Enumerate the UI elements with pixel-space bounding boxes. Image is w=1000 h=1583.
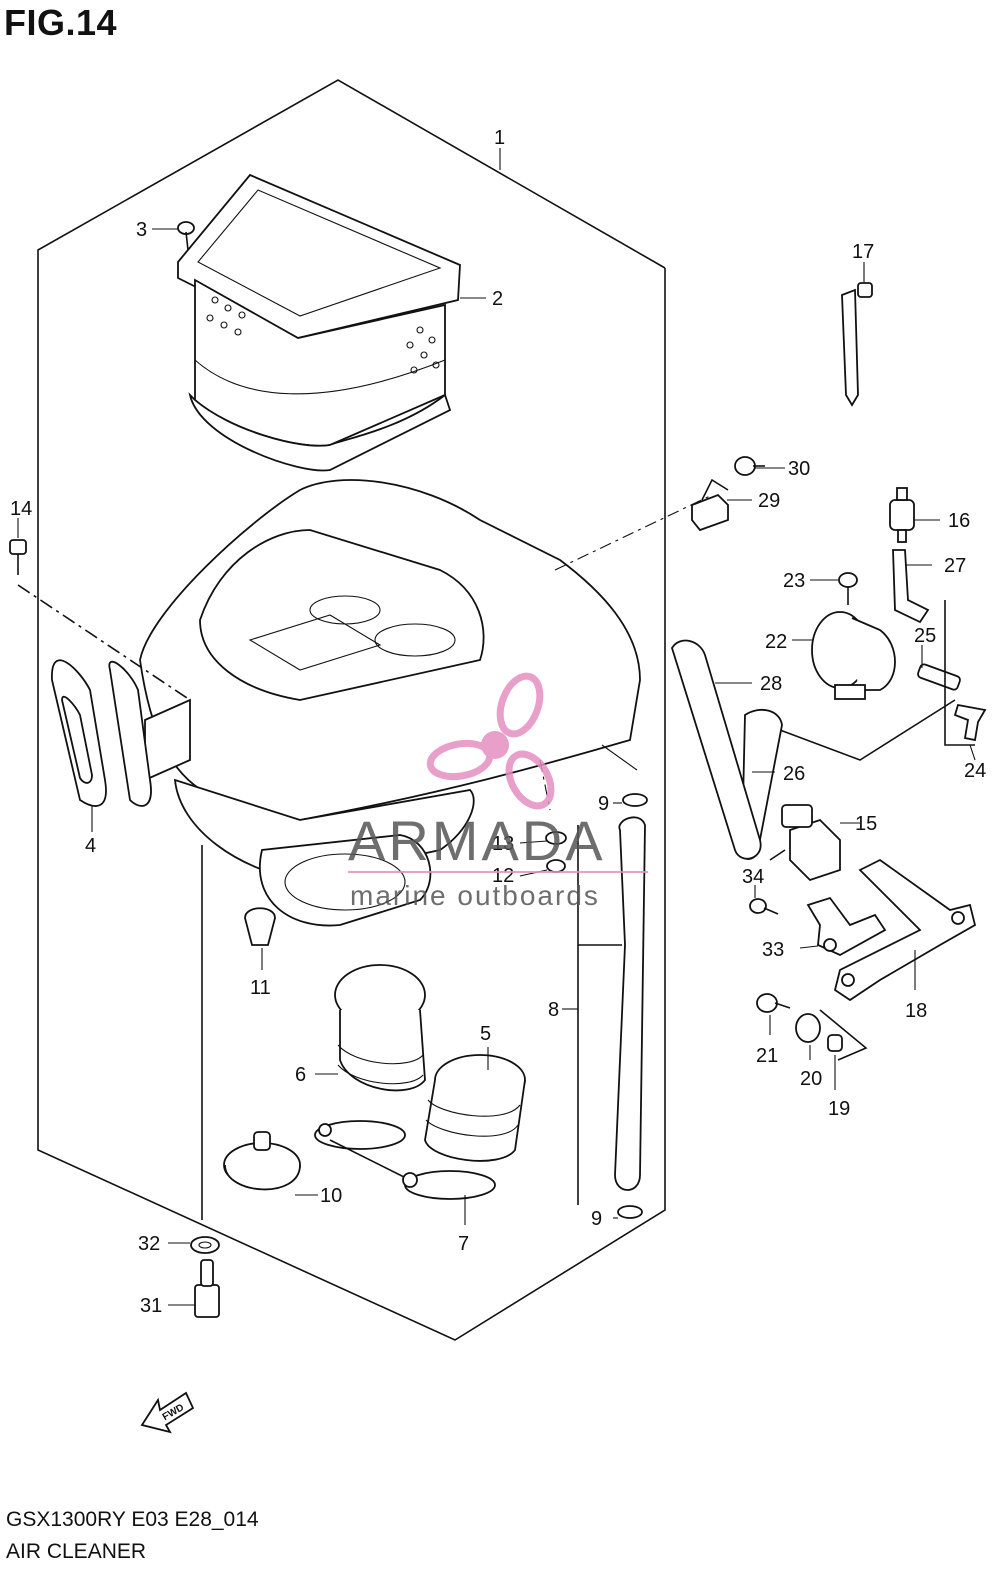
washer-part-32 xyxy=(190,1236,220,1254)
callout-11: 11 xyxy=(250,977,271,999)
fwd-arrow-icon: FWD xyxy=(140,1391,195,1434)
callout-1: 1 xyxy=(494,127,505,149)
callout-4: 4 xyxy=(85,835,96,857)
cap-part-10 xyxy=(223,1131,301,1191)
clip-part-9-bottom xyxy=(617,1205,643,1219)
collar-part-19 xyxy=(827,1034,843,1052)
callout-6: 6 xyxy=(295,1064,306,1086)
gasket-part-4 xyxy=(51,659,152,807)
duct-part-6 xyxy=(334,964,426,1092)
clamp-part-7 xyxy=(314,1120,496,1200)
air-filter-element xyxy=(177,173,461,472)
watermark-brand: ARMADA xyxy=(348,809,606,872)
diagram-caption: AIR CLEANER xyxy=(6,1540,147,1563)
hose-routing-line xyxy=(779,699,956,761)
callout-19: 19 xyxy=(828,1098,850,1120)
callout-14: 14 xyxy=(10,498,32,520)
callout-10: 10 xyxy=(320,1185,342,1207)
screw-part-3 xyxy=(177,221,195,251)
callout-16: 16 xyxy=(948,510,970,532)
callout-28: 28 xyxy=(760,673,782,695)
filter-part-16 xyxy=(889,487,915,543)
callout-32: 32 xyxy=(138,1233,160,1255)
ring-part-13 xyxy=(545,831,567,845)
callout-27: 27 xyxy=(944,555,966,577)
callout-8: 8 xyxy=(548,999,559,1021)
callout-26: 26 xyxy=(783,763,805,785)
callout-30: 30 xyxy=(788,458,810,480)
hose-part-25 xyxy=(917,663,961,691)
clip-part-9-top xyxy=(622,793,648,807)
callout-9-top: 9 xyxy=(598,793,609,815)
callout-25: 25 xyxy=(914,625,936,647)
callout-2: 2 xyxy=(492,288,503,310)
bracket-part-18 xyxy=(833,858,977,1002)
grommet-part-20 xyxy=(795,1013,821,1043)
bracket-leader xyxy=(819,1009,868,1061)
callout-12: 12 xyxy=(492,865,514,887)
hose-part-24 xyxy=(953,703,987,742)
callout-15: 15 xyxy=(855,813,877,835)
callout-13: 13 xyxy=(492,833,514,855)
callout-34: 34 xyxy=(742,866,764,888)
model-code: GSX1300RY E03 E28_014 xyxy=(6,1508,259,1531)
callout-21: 21 xyxy=(756,1045,778,1067)
bolt-part-30 xyxy=(734,456,765,476)
callout-31: 31 xyxy=(140,1295,162,1317)
sensor-part-17 xyxy=(841,282,873,407)
propeller-logo-icon xyxy=(426,672,555,810)
callout-5: 5 xyxy=(480,1023,491,1045)
callout-23: 23 xyxy=(783,570,805,592)
assembly-outline xyxy=(37,79,666,1341)
callout-7: 7 xyxy=(458,1233,469,1255)
hose-part-8 xyxy=(577,816,646,1205)
callout-33: 33 xyxy=(762,939,784,961)
valve-part-22 xyxy=(811,611,896,700)
duct-part-5 xyxy=(424,1054,526,1162)
armada-watermark: ARMADA marine outboards xyxy=(348,672,648,911)
callout-29: 29 xyxy=(758,490,780,512)
hose-part-28 xyxy=(671,639,762,860)
figure-title: FIG.14 xyxy=(4,2,118,43)
bolt-part-21 xyxy=(756,993,791,1013)
callout-22: 22 xyxy=(765,631,787,653)
callout-9-bottom: 9 xyxy=(591,1208,602,1230)
bolt-part-34 xyxy=(749,898,779,915)
watermark-tagline: marine outboards xyxy=(350,880,600,911)
screw-part-23 xyxy=(838,572,858,605)
callout-18: 18 xyxy=(905,1000,927,1022)
hose-part-27 xyxy=(892,549,930,624)
callout-3: 3 xyxy=(136,219,147,241)
sensor-part-31 xyxy=(194,1259,220,1318)
bolt-part-14 xyxy=(9,539,191,701)
valve-part-15 xyxy=(769,804,841,882)
callout-17: 17 xyxy=(852,241,874,263)
connector-part-29 xyxy=(691,478,729,532)
callout-24: 24 xyxy=(964,760,986,782)
valve-part-33 xyxy=(806,896,887,957)
plug-part-11 xyxy=(244,907,276,946)
callout-20: 20 xyxy=(800,1068,822,1090)
hose-group-bracket xyxy=(944,600,975,746)
